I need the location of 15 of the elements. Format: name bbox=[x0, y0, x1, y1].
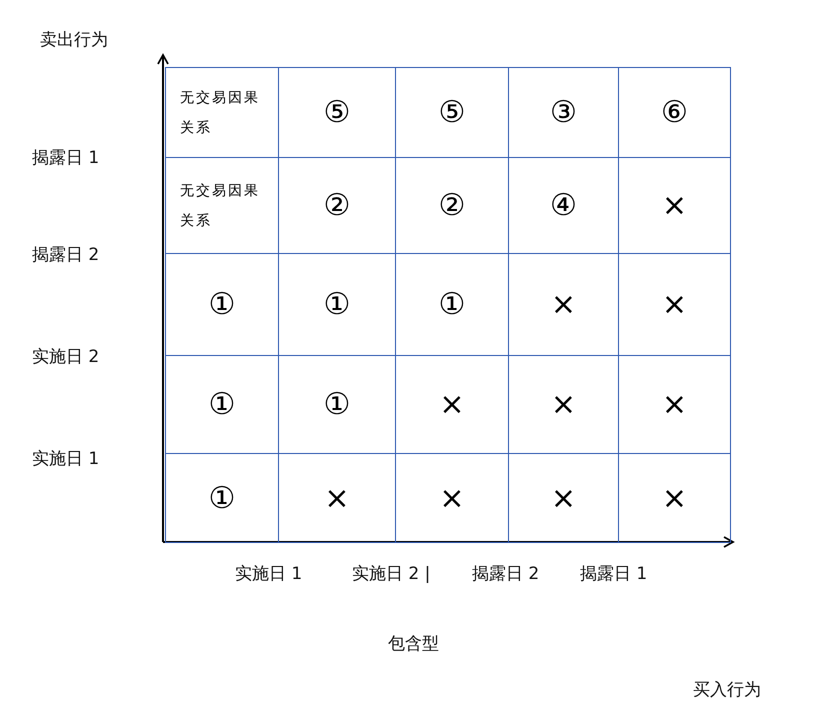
table-cell: × bbox=[618, 453, 731, 543]
axis-title: 买入行为 bbox=[693, 679, 761, 701]
axis-label: 实施日 1 bbox=[32, 448, 100, 470]
axis-label: 实施日 2 bbox=[32, 346, 100, 368]
axis-label: 揭露日 1 bbox=[580, 563, 648, 585]
table-cell: 无交易因果关系 bbox=[165, 67, 279, 158]
table-cell: ⑥ bbox=[618, 67, 731, 158]
axis-label: 揭露日 2 bbox=[32, 244, 100, 266]
caption: 包含型 bbox=[388, 633, 439, 655]
axis-label: 实施日 2 | bbox=[352, 563, 430, 585]
table-cell: ① bbox=[165, 453, 279, 543]
axis-label: 揭露日 1 bbox=[32, 147, 100, 169]
axis-title: 卖出行为 bbox=[40, 29, 108, 51]
axis-label: 实施日 1 bbox=[235, 563, 302, 585]
axis-label: 揭露日 2 bbox=[472, 563, 540, 585]
